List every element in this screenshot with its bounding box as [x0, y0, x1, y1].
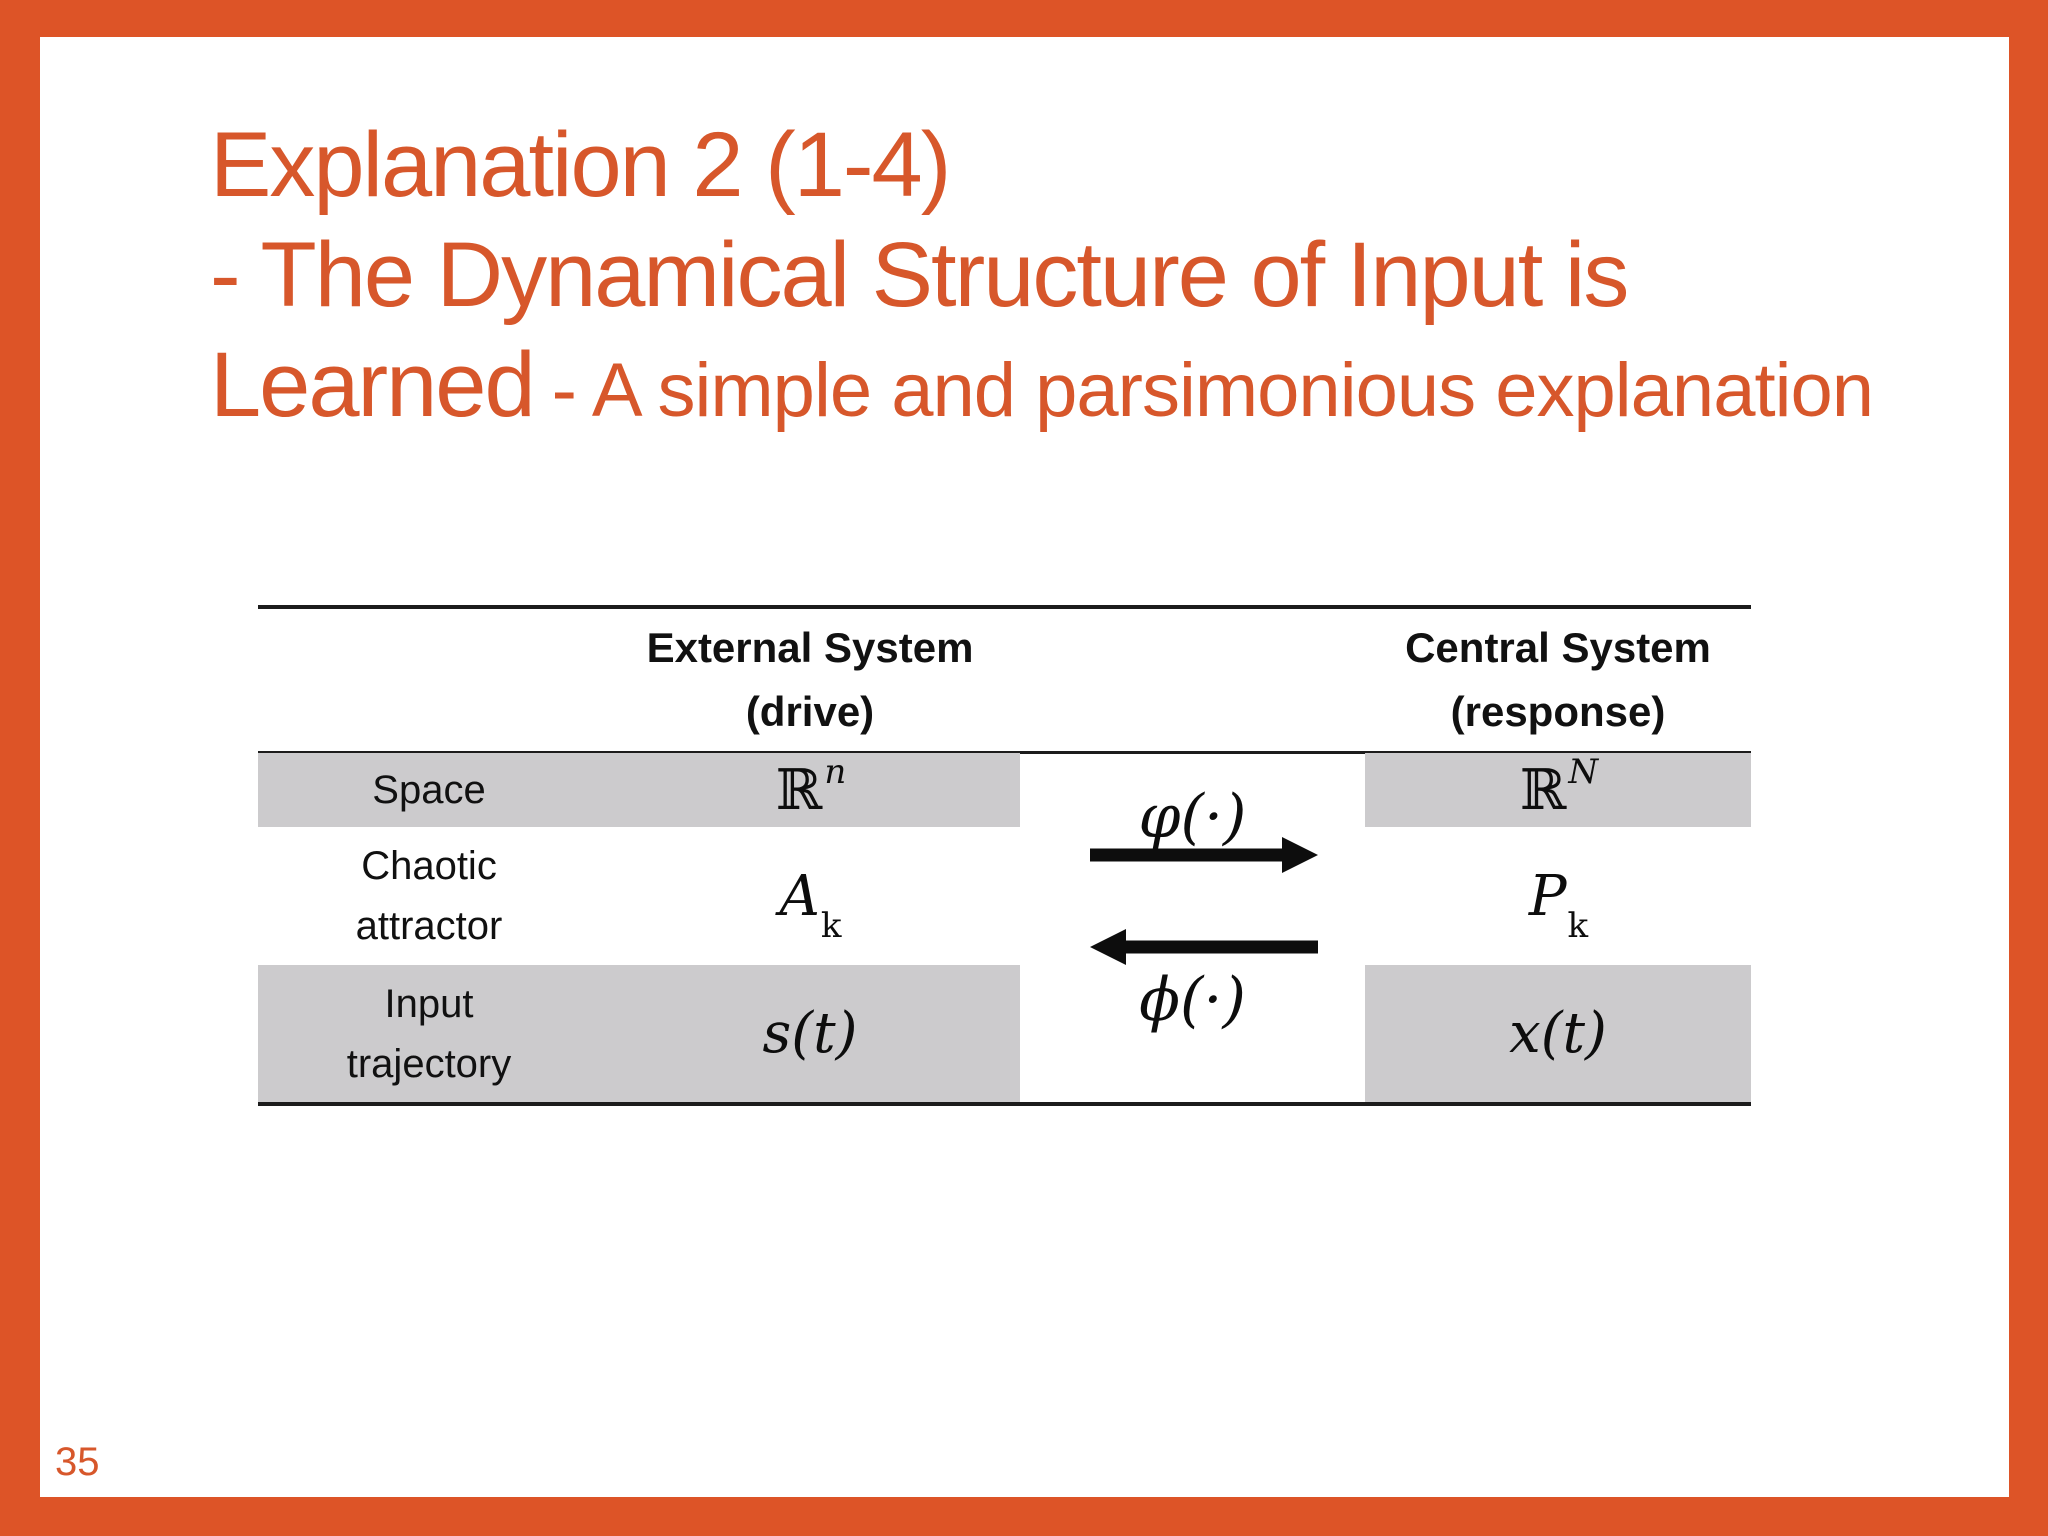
math-xt: x(t) [1509, 1001, 1607, 1066]
table-bottom-rule [258, 1102, 1751, 1106]
left-arrow-icon [1090, 929, 1318, 965]
row-label-attractor: attractor [355, 904, 503, 948]
phi-backward-text: ϕ(·) [1139, 965, 1246, 1035]
row-label-input-trajectory: Input trajectory [258, 965, 600, 1102]
row-space-left-shading [258, 753, 1020, 827]
row-label-space: Space [258, 753, 600, 827]
math-Ak-sub: k [820, 905, 842, 946]
math-Rn-base: ℝ [775, 757, 823, 823]
cell-central-space: ℝN [1365, 753, 1751, 827]
math-Rn-sup: n [824, 751, 847, 792]
table-header-rule [258, 751, 1751, 754]
row-label-space-text: Space [372, 768, 486, 812]
cell-external-trajectory: s(t) [600, 965, 1020, 1102]
header-central-title: Central System [1405, 624, 1711, 671]
table-top-rule [258, 605, 1751, 609]
math-Pk-sub: k [1567, 905, 1589, 946]
row-input-left-shading [258, 965, 1020, 1102]
forward-map-label: φ(·) [1020, 782, 1365, 852]
cell-external-space: ℝn [600, 753, 1020, 827]
phi-forward-text: φ(·) [1138, 782, 1247, 852]
backward-map-label: ϕ(·) [1020, 962, 1365, 1038]
systems-table: External System (drive) Central System (… [258, 605, 1751, 1106]
title-line1: Explanation 2 (1-4) [210, 114, 951, 216]
title-subtitle: - A simple and parsimonious explanation [551, 348, 1874, 433]
math-Pk-base: P [1528, 863, 1567, 929]
row-space-right-shading [1365, 753, 1751, 827]
page-title: Explanation 2 (1-4) - The Dynamical Stru… [210, 110, 1970, 446]
row-input-right-shading [1365, 965, 1751, 1102]
title-line3-main: Learned [210, 334, 536, 436]
header-central-subtitle: (response) [1450, 688, 1666, 735]
header-external-system: External System (drive) [600, 609, 1020, 751]
row-label-input: Input [384, 981, 474, 1026]
header-external-title: External System [646, 624, 974, 671]
math-RN-sup: N [1568, 751, 1599, 792]
row-label-chaotic: Chaotic [361, 844, 497, 888]
cell-external-attractor: Ak [600, 827, 1020, 965]
header-central-system: Central System (response) [1365, 609, 1751, 751]
right-arrow-icon [1090, 837, 1318, 873]
header-external-subtitle: (drive) [745, 688, 875, 735]
row-label-trajectory: trajectory [346, 1041, 512, 1086]
row-label-chaotic-attractor: Chaotic attractor [258, 827, 600, 965]
math-RN-base: ℝ [1519, 757, 1567, 823]
page-number: 35 [55, 1440, 100, 1484]
title-line2: - The Dynamical Structure of Input is [210, 224, 1629, 326]
cell-central-trajectory: x(t) [1365, 965, 1751, 1102]
cell-central-attractor: Pk [1365, 827, 1751, 965]
math-Ak-base: A [779, 863, 820, 929]
math-st: s(t) [762, 1001, 858, 1066]
